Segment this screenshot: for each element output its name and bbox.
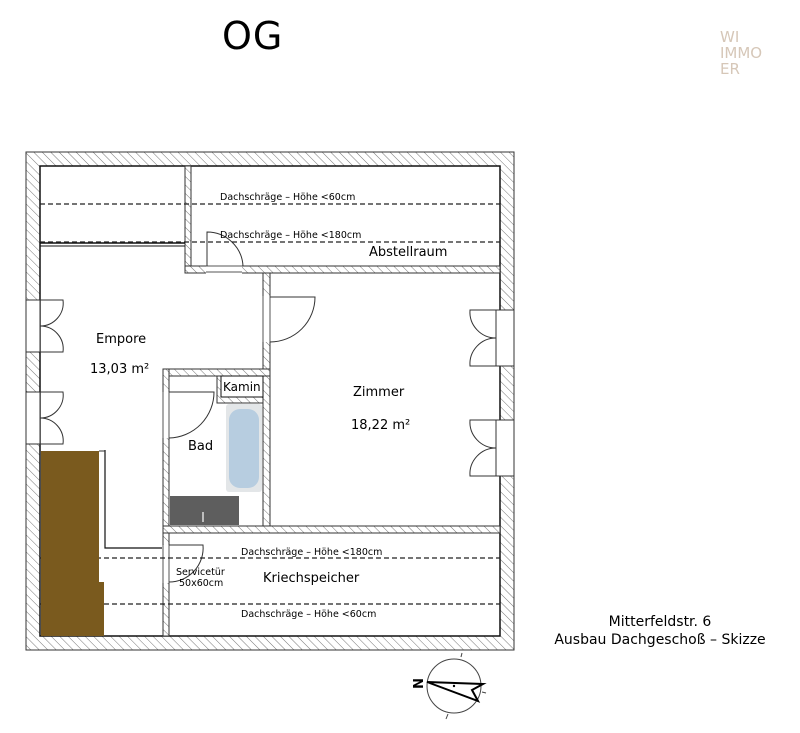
room-label-kamin: Kamin [223,380,261,394]
interior-walls [40,165,501,637]
stair-block [41,451,104,636]
logo-line-2: IMMO [720,44,763,62]
room-label-zimmer: Zimmer [353,385,405,400]
bad-door [168,391,215,439]
bathtub [226,404,262,492]
logo-line-3: ER [720,60,740,78]
service-door [168,544,204,583]
room-area-zimmer: 18,22 m² [351,418,410,433]
windows-right [469,309,515,477]
annotation-top-high: Dachschräge – Höhe <180cm [220,230,361,241]
vanity [170,496,239,525]
floor-title: OG [222,14,284,58]
annotation-bottom-high: Dachschräge – Höhe <180cm [241,547,382,558]
compass-north-label: N [409,678,424,689]
door-swings [168,231,316,583]
project-address: Mitterfeldstr. 6 [608,614,712,630]
door-openings [162,265,271,583]
project-subtitle: Ausbau Dachgeschoß – Skizze [554,632,766,648]
compass-icon: N [409,652,487,720]
project-caption: Mitterfeldstr. 6 Ausbau Dachgeschoß – Sk… [540,613,780,649]
room-label-empore: Empore [96,332,146,347]
room-label-kriechspeicher: Kriechspeicher [263,571,360,586]
brand-logo: WI IMMO ER [720,30,762,78]
room-area-empore: 13,03 m² [90,362,149,377]
room-label-abstellraum: Abstellraum [369,245,447,260]
windows-left [25,299,64,445]
room-label-bad: Bad [188,439,213,454]
zimmer-door [269,296,316,343]
abstellraum-door [206,231,244,267]
logo-line-1: WI [720,28,740,46]
service-door-size: 50x60cm [179,578,223,589]
service-door-label: Servicetür [176,567,225,578]
annotation-top-low: Dachschräge – Höhe <60cm [220,192,355,203]
annotation-bottom-low: Dachschräge – Höhe <60cm [241,609,376,620]
slope-lines [40,203,500,605]
